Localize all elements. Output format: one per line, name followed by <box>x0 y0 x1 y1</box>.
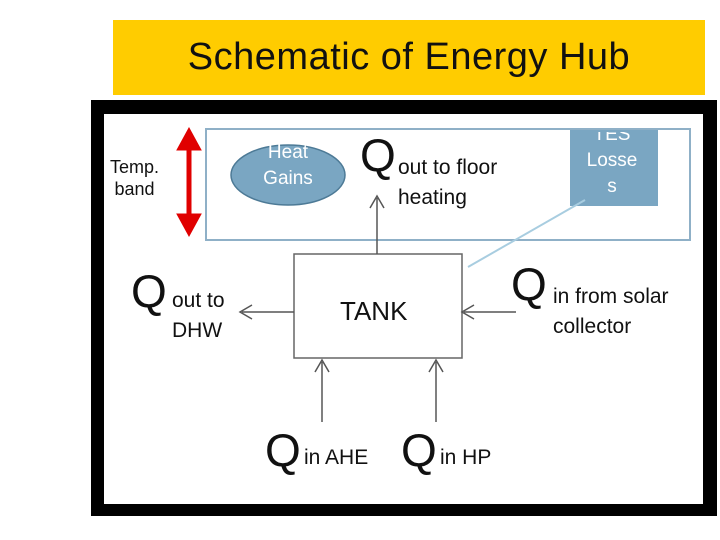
temp-band-arrow-icon <box>176 126 202 238</box>
q-symbol: Q <box>511 258 547 310</box>
arrow-to-floor-icon <box>369 194 385 254</box>
q-symbol: Q <box>360 129 396 181</box>
in-ahe-text: in AHE <box>304 446 369 469</box>
q-out-dhw-label: Q <box>131 268 167 314</box>
arrow-from-ahe-icon <box>314 358 330 422</box>
arrow-to-dhw-icon <box>238 304 294 320</box>
page-title: Schematic of Energy Hub <box>187 36 631 78</box>
heat-gains-ellipse <box>230 144 346 206</box>
q-symbol: Q <box>131 265 167 317</box>
out-floor-line1: out to floor <box>398 156 498 179</box>
q-in-ahe-label: Q <box>265 427 301 473</box>
out-floor-line2: heating <box>398 186 467 209</box>
in-solar-line2: collector <box>553 315 632 338</box>
out-dhw-line1: out to <box>172 289 225 312</box>
tes-losses-box <box>570 130 658 206</box>
heat-gains-line2: Gains <box>263 168 313 189</box>
tank-label: TANK <box>340 296 408 326</box>
title-banner: Schematic of Energy Hub <box>113 20 705 95</box>
q-in-solar-label: Q <box>511 261 547 307</box>
heat-gains-label: Heat Gains <box>228 140 348 202</box>
tes-losses-line3: s <box>607 176 617 197</box>
heat-gains-line1: Heat <box>267 142 309 163</box>
tes-losses-label: TES Losse s <box>566 132 658 206</box>
in-solar-line1: in from solar <box>553 285 669 308</box>
floor-heating-panel <box>205 128 691 241</box>
temp-band-line1: Temp. <box>110 157 160 177</box>
tank-box <box>293 253 463 359</box>
tes-callout-line <box>467 199 586 268</box>
in-hp-text: in HP <box>440 446 492 469</box>
q-symbol: Q <box>265 424 301 476</box>
temp-band-line2: band <box>114 179 155 199</box>
tes-losses-line1: TES <box>593 132 631 145</box>
temp-band-label: Temp. band <box>110 156 159 200</box>
q-out-floor-label: Q <box>360 132 396 178</box>
arrow-from-hp-icon <box>428 358 444 422</box>
tes-losses-line2: Losse <box>586 150 638 171</box>
q-in-hp-label: Q <box>401 427 437 473</box>
arrow-from-solar-icon <box>460 304 516 320</box>
q-symbol: Q <box>401 424 437 476</box>
out-dhw-line2: DHW <box>172 319 223 342</box>
